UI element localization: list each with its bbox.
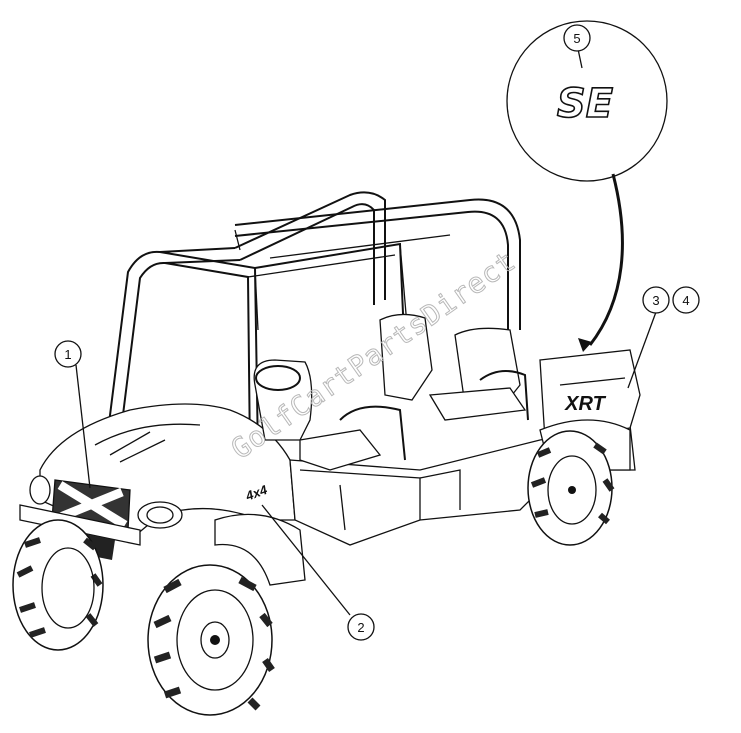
wheel-rear-right bbox=[527, 430, 615, 546]
roll-cage bbox=[104, 191, 521, 456]
front-fender bbox=[214, 513, 306, 586]
detail-circle bbox=[506, 20, 668, 182]
rear-seat-cushion bbox=[428, 387, 527, 421]
front-seat-left bbox=[253, 359, 313, 441]
callout-3: 3 bbox=[627, 286, 670, 389]
callout-1-label: 1 bbox=[64, 347, 71, 362]
callout-1-leader bbox=[75, 364, 91, 489]
bed-badge: XRT bbox=[564, 393, 606, 415]
callout-5-circle bbox=[563, 24, 591, 52]
callout-3-label: 3 bbox=[652, 293, 659, 308]
callout-2-circle bbox=[347, 613, 375, 641]
callout-4-circle bbox=[672, 286, 700, 314]
se-decal-text: SE bbox=[557, 81, 613, 127]
arrow-head-icon bbox=[578, 338, 592, 352]
wheel-front-right bbox=[147, 564, 275, 716]
callout-5-label: 5 bbox=[573, 31, 580, 46]
headlight-left bbox=[29, 475, 51, 505]
front-seat-cushion bbox=[299, 429, 382, 471]
headlight-right bbox=[137, 501, 183, 529]
callout-1-circle bbox=[54, 340, 82, 368]
callout-5-leader bbox=[577, 48, 583, 69]
grab-rail bbox=[339, 405, 406, 461]
front-seat-right bbox=[379, 313, 433, 401]
callout-2-label: 2 bbox=[357, 620, 364, 635]
callout-2: 2 bbox=[261, 504, 375, 641]
callout-5: 5 bbox=[563, 24, 591, 52]
detail-view-se-decal: SE bbox=[506, 20, 668, 182]
cargo-bed bbox=[539, 349, 641, 441]
callout-4: 4 bbox=[672, 286, 700, 314]
steering-wheel bbox=[255, 365, 301, 391]
callout-4-label: 4 bbox=[682, 293, 689, 308]
callout-2-leader bbox=[261, 504, 351, 616]
wheel-front-left bbox=[12, 519, 104, 651]
callout-3-leader bbox=[627, 311, 657, 389]
grille-x-emblem bbox=[56, 481, 128, 529]
detail-arrow bbox=[578, 173, 624, 352]
front-bumper bbox=[19, 504, 141, 546]
callout-3-circle bbox=[642, 286, 670, 314]
hub-icon bbox=[210, 635, 220, 645]
callout-1: 1 bbox=[54, 340, 91, 489]
